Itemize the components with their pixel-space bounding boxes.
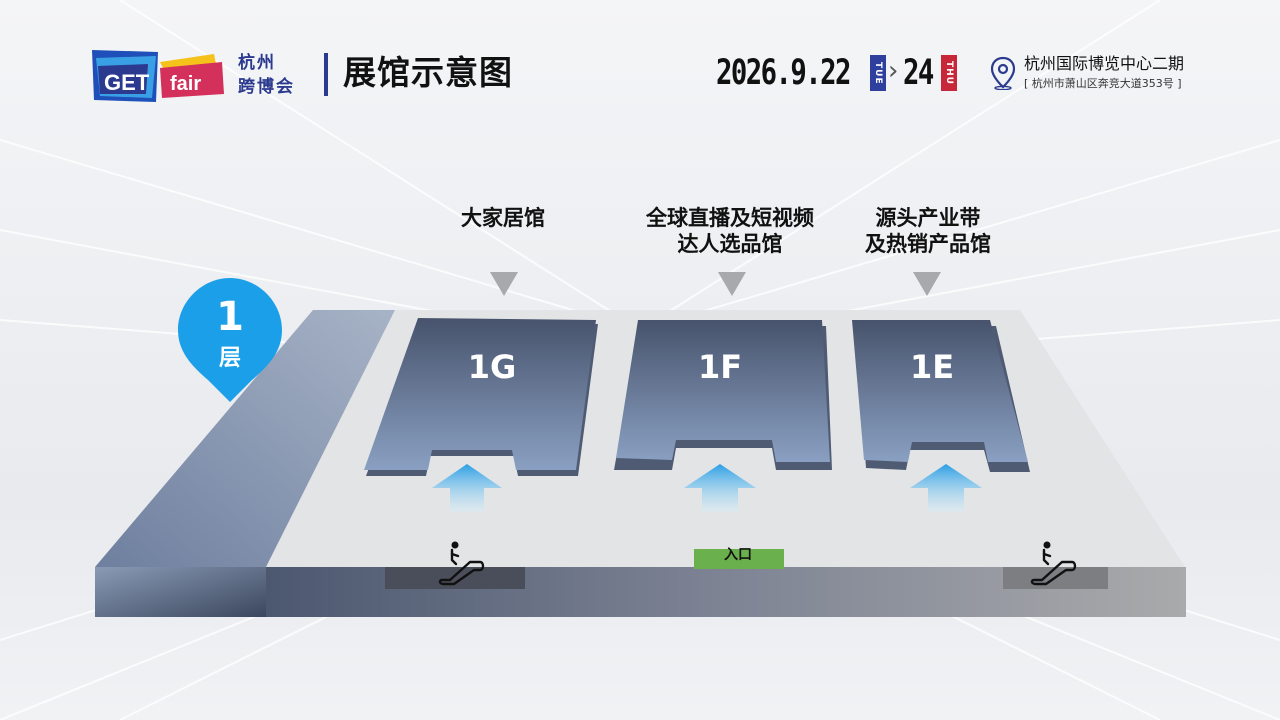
hall-1f-label-line-1: 全球直播及短视频 [646,206,814,230]
hall-1e-label-line-1: 源头产业带 [875,206,981,230]
hall-1f-code: 1F [698,348,742,386]
venue-address: [ 杭州市萧山区奔竞大道353号 ] [1024,77,1182,90]
hall-1g-block [364,318,596,470]
brand-fair-name: 跨博会 [238,77,295,97]
date-end-weekday: THU [941,55,957,91]
escalator-left-pad [385,567,525,589]
entrance-marker [694,549,784,569]
floor-left-wing-top [95,310,395,567]
page-title: 展馆示意图 [343,53,513,92]
up-arrow-icon [684,464,756,512]
logo-get-text: GET [104,70,150,95]
hall-1g: 1G [364,318,598,476]
date-start: 2026.9.22 [716,53,851,93]
down-triangle-icon [718,272,746,296]
logo-fair-text: fair [170,73,201,95]
hall-1g-code: 1G [468,348,517,386]
hall-1e-label: 源头产业带 及热销产品馆 [838,205,1018,257]
title-divider [324,53,328,96]
escalator-icon [1030,541,1077,586]
floor-left-wing-front [95,567,266,617]
hall-1f: 1F [614,320,832,470]
venue-name: 杭州国际博览中心二期 [1024,54,1185,73]
hall-1g-label-line: 大家居馆 [461,206,545,230]
hall-1f-block [616,320,830,462]
brand-city: 杭州 [238,53,276,73]
up-arrow-icon [910,464,982,512]
hall-1e-block [852,320,1028,462]
location-pin-icon [990,56,1016,90]
date-range-arrow: › [888,56,899,86]
floor-number: 1 [216,294,244,340]
date-start-weekday: TUE [870,55,886,91]
up-arrow-icon [432,464,502,512]
hall-1e: 1E [852,320,1030,472]
floor-label: 层 [219,346,241,371]
down-triangle-icon [490,272,518,296]
hall-1e-code: 1E [910,348,954,386]
hall-1g-label: 大家居馆 [428,205,578,231]
get-fair-logo: GET fair [92,50,224,102]
entrance-label: 入口 [724,547,752,563]
down-triangle-icon [913,272,941,296]
escalator-icon [438,541,485,586]
floor-badge: 1 层 [178,278,282,402]
hall-1e-label-line-2: 及热销产品馆 [865,232,991,256]
hall-1f-label-line-2: 达人选品馆 [677,232,783,256]
hall-1f-label: 全球直播及短视频 达人选品馆 [620,205,840,257]
date-end: 24 [903,53,934,93]
